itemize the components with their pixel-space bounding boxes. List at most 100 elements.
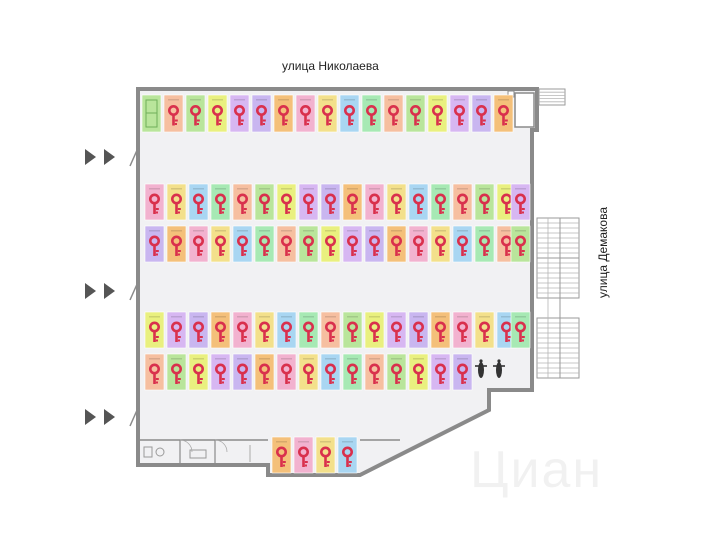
key-icon (412, 193, 424, 214)
key-icon (297, 446, 309, 467)
parking-spot (232, 353, 253, 391)
parking-spot (364, 353, 385, 391)
key-icon (346, 321, 358, 342)
parking-spot (430, 311, 451, 349)
key-icon (237, 235, 249, 256)
key-icon (215, 235, 227, 256)
key-icon (258, 363, 270, 384)
outer-wall (136, 87, 539, 477)
parking-spot (320, 225, 341, 263)
key-icon (412, 235, 424, 256)
parking-spot (298, 353, 319, 391)
parking-spot (474, 311, 495, 349)
parking-spots (141, 94, 531, 474)
key-icon (324, 363, 336, 384)
parking-spot (276, 311, 297, 349)
key-icon (409, 105, 421, 126)
parking-spot (210, 225, 231, 263)
gate (129, 407, 139, 427)
key-icon (280, 321, 292, 342)
parking-spot (364, 183, 385, 221)
parking-spot (386, 353, 407, 391)
key-icon (299, 105, 311, 126)
parking-spot (232, 225, 253, 263)
parking-spot (293, 436, 314, 474)
parking-spot (386, 311, 407, 349)
key-icon (171, 235, 183, 256)
key-icon (500, 235, 512, 256)
parking-spot (229, 94, 250, 133)
equipment-icon (189, 449, 207, 459)
door-swing (179, 439, 193, 453)
parking-spot (408, 353, 429, 391)
key-icon (234, 105, 246, 126)
parking-spot (273, 94, 294, 133)
key-icon (434, 235, 446, 256)
key-icon (341, 446, 353, 467)
key-icon (237, 363, 249, 384)
chevron-right-icon (104, 409, 115, 425)
parking-spot (163, 94, 184, 133)
parking-spot (188, 353, 209, 391)
key-icon (390, 235, 402, 256)
parking-spot (452, 225, 473, 263)
parking-spot (210, 311, 231, 349)
key-icon (514, 321, 526, 342)
key-icon (456, 363, 468, 384)
parking-spot (430, 353, 451, 391)
parking-spot (210, 183, 231, 221)
building-outline (136, 87, 539, 477)
parking-spot (452, 353, 473, 391)
parking-spot (254, 353, 275, 391)
key-icon (478, 193, 490, 214)
parking-spot (386, 225, 407, 263)
key-icon (456, 321, 468, 342)
key-icon (324, 193, 336, 214)
parking-spot (188, 225, 209, 263)
stair-right-upper (536, 217, 580, 259)
key-icon (431, 105, 443, 126)
parking-spot (474, 183, 495, 221)
parking-spot (315, 436, 336, 474)
key-icon (302, 321, 314, 342)
key-icon (215, 321, 227, 342)
key-icon (193, 235, 205, 256)
key-icon (514, 235, 526, 256)
key-icon (478, 321, 490, 342)
gate (129, 281, 139, 301)
key-icon (277, 105, 289, 126)
key-icon (255, 105, 267, 126)
key-icon (149, 193, 161, 214)
key-icon (500, 321, 512, 342)
key-icon (434, 193, 446, 214)
stair-right-middle (536, 257, 580, 299)
parking-spot (144, 353, 165, 391)
key-icon (302, 193, 314, 214)
key-icon (168, 105, 180, 126)
parking-spot (232, 183, 253, 221)
parking-spot (276, 353, 297, 391)
key-icon (390, 363, 402, 384)
key-icon (215, 193, 227, 214)
parking-spot (320, 311, 341, 349)
parking-spot (276, 183, 297, 221)
parking-spot (471, 94, 492, 133)
stair-blocks (536, 88, 580, 379)
parking-spot (427, 94, 448, 133)
entrance-arrows (85, 147, 139, 427)
parking-spot (144, 311, 165, 349)
key-icon (368, 235, 380, 256)
key-icon (453, 105, 465, 126)
parking-spot (254, 183, 275, 221)
key-icon (215, 363, 227, 384)
key-icon (171, 193, 183, 214)
key-icon (258, 235, 270, 256)
key-icon (346, 193, 358, 214)
key-icon (368, 321, 380, 342)
key-icon (456, 193, 468, 214)
parking-spot (452, 311, 473, 349)
key-icon (193, 363, 205, 384)
key-icon (324, 235, 336, 256)
key-icon (497, 105, 509, 126)
